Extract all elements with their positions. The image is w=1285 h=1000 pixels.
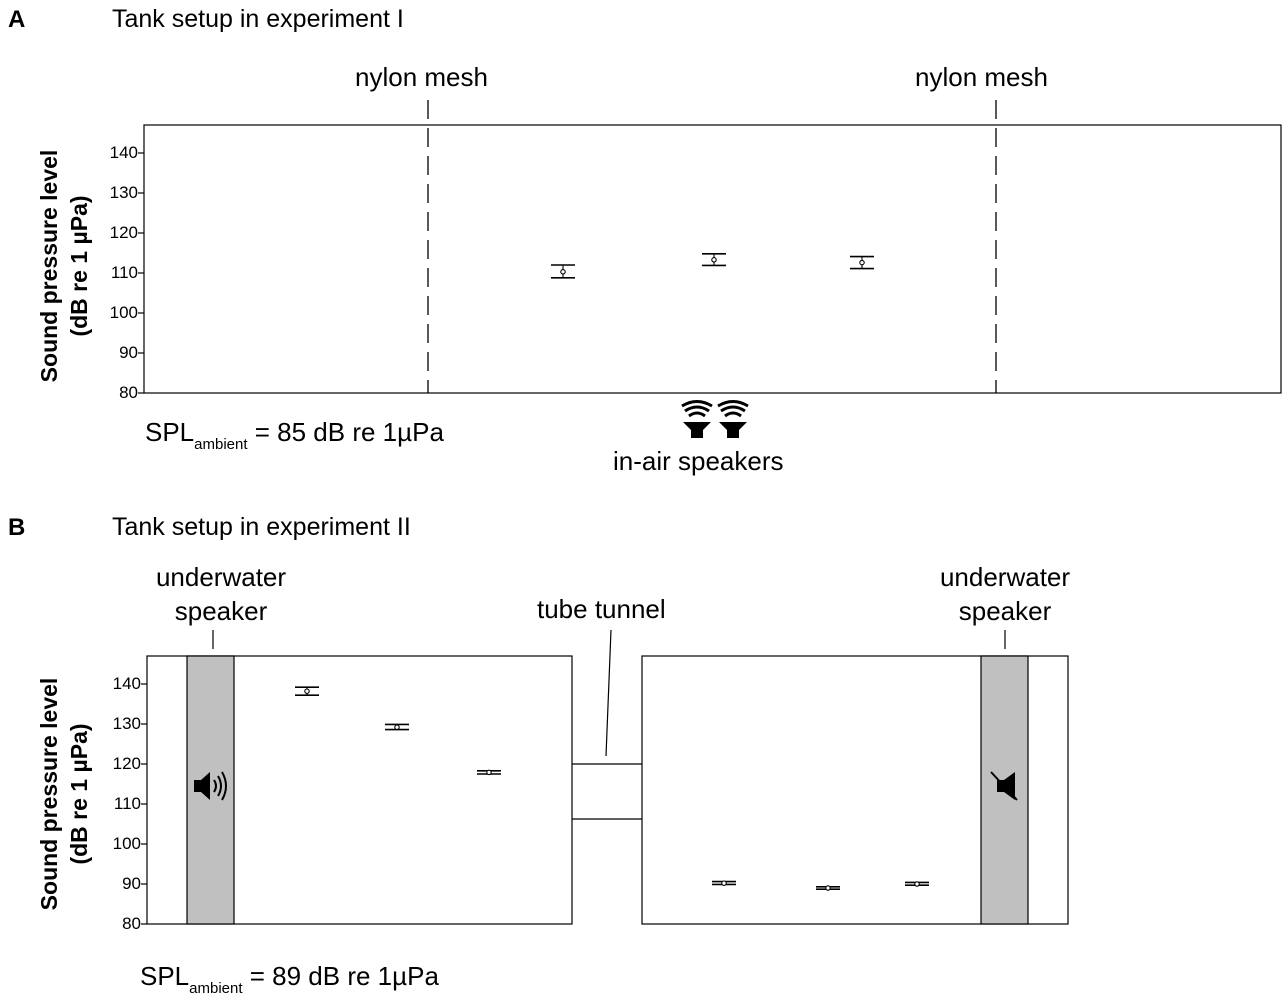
in-air-speakers-label: in-air speakers bbox=[613, 446, 784, 476]
panel-b-error-bar-point bbox=[905, 881, 929, 887]
right-underwater-speaker-label: underwater speaker bbox=[939, 562, 1071, 626]
left-nylon-mesh-label: nylon mesh bbox=[355, 62, 488, 92]
panel-a-y-tick-label: 140 bbox=[109, 143, 138, 162]
panel-a-error-bar-point bbox=[551, 264, 575, 279]
panel-a-ambient-spl: SPLambient = 85 dB re 1µPa bbox=[145, 417, 444, 453]
panel-a-data-points bbox=[551, 253, 874, 279]
panel-a-y-tick-label: 90 bbox=[119, 343, 138, 362]
panel-b-y-tick-label: 120 bbox=[112, 754, 141, 773]
tube-tunnel-leader-line bbox=[605, 629, 612, 757]
panel-b-error-bar-point bbox=[385, 723, 409, 731]
panel-b-data-points bbox=[295, 686, 929, 891]
panel-b-y-tick-label: 90 bbox=[122, 874, 141, 893]
panel-a-error-bar-point bbox=[850, 255, 874, 270]
left-tank-frame bbox=[146, 655, 573, 925]
panel-a-y-tick-label: 120 bbox=[109, 223, 138, 242]
panel-b-y-tick-label: 130 bbox=[112, 714, 141, 733]
panel-b-ambient-spl: SPLambient = 89 dB re 1µPa bbox=[140, 961, 439, 997]
in-air-speaker-icon bbox=[681, 400, 713, 438]
panel-b-title: Tank setup in experiment II bbox=[112, 513, 411, 541]
in-air-speaker-icon bbox=[717, 400, 749, 438]
panel-b-y-ticks bbox=[141, 683, 147, 925]
panel-a-error-bar-point bbox=[702, 253, 726, 267]
panel-a-y-ticks bbox=[138, 152, 144, 394]
panel-a-title: Tank setup in experiment I bbox=[112, 5, 404, 33]
right-tank-frame bbox=[641, 655, 1069, 925]
panel-b-y-tick-label: 80 bbox=[122, 914, 141, 933]
panel-b-y-tick-label: 100 bbox=[112, 834, 141, 853]
panel-b-y-tick-label: 140 bbox=[112, 674, 141, 693]
panel-a-tank-frame bbox=[143, 124, 1282, 394]
panel-b-letter: B bbox=[8, 514, 26, 541]
right-nylon-mesh-label: nylon mesh bbox=[915, 62, 1048, 92]
speaker-muted-icon bbox=[990, 771, 1018, 801]
panel-b-error-bar-point bbox=[816, 885, 840, 891]
speaker-on-icon bbox=[194, 771, 227, 801]
panel-a-y-tick-label: 130 bbox=[109, 183, 138, 202]
panel-b-error-bar-point bbox=[477, 769, 501, 776]
panel-b-error-bar-point bbox=[712, 880, 736, 886]
panel-a-y-tick-label: 100 bbox=[109, 303, 138, 322]
tube-tunnel-label: tube tunnel bbox=[537, 594, 666, 624]
panel-b-error-bar-point bbox=[295, 686, 319, 697]
panel-b-y-tick-label: 110 bbox=[113, 794, 141, 813]
panel-a-letter: A bbox=[8, 6, 26, 33]
panel-a-y-tick-label: 110 bbox=[110, 263, 138, 282]
left-underwater-speaker-label: underwater speaker bbox=[155, 562, 287, 626]
panel-a-y-tick-label: 80 bbox=[119, 383, 138, 402]
